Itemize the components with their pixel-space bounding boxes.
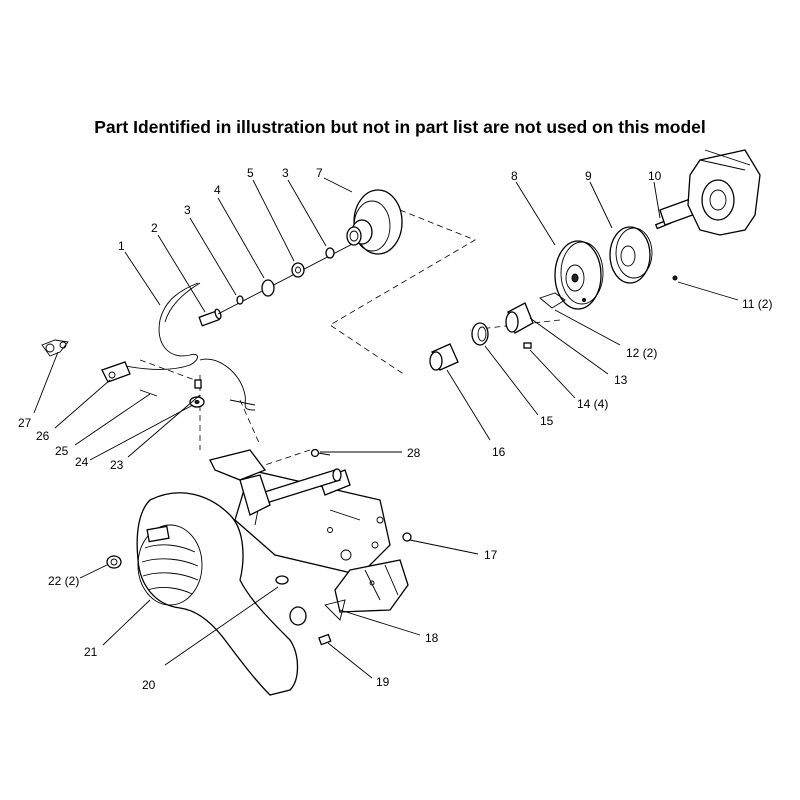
deflector-knob xyxy=(289,606,307,626)
callout-8: 8 xyxy=(511,169,518,183)
part-7-pulley xyxy=(346,189,403,255)
part-19-bolt xyxy=(318,633,332,646)
callout-22: 22 (2) xyxy=(48,574,79,588)
part-4-snap-ring xyxy=(261,279,275,297)
part-17-screw xyxy=(402,532,412,542)
callout-21: 21 xyxy=(84,645,98,659)
part-13-sleeve xyxy=(505,302,534,334)
end-mount-block xyxy=(334,559,409,613)
part-27-spring xyxy=(41,339,69,357)
part-25-pin xyxy=(139,389,158,397)
callout-28: 28 xyxy=(407,446,421,460)
part-18-bracket xyxy=(324,599,346,621)
callout-2: 2 xyxy=(151,221,158,235)
callout-27: 27 xyxy=(18,416,32,430)
callout-13: 13 xyxy=(614,373,628,387)
part-21-blower-housing xyxy=(136,492,299,696)
chassis-upper-bracket xyxy=(209,449,271,516)
callout-1: 1 xyxy=(118,239,125,253)
part-26-bracket xyxy=(101,361,131,383)
leader-lines xyxy=(33,177,739,679)
callout-3b: 3 xyxy=(282,166,289,180)
part-1-control-rod xyxy=(119,282,201,370)
callout-20: 20 xyxy=(142,678,156,692)
diagram-title: Part Identified in illustration but not … xyxy=(94,117,706,137)
part-14-screw xyxy=(523,342,532,349)
part-28-bolt xyxy=(310,448,331,458)
callout-25: 25 xyxy=(55,444,69,458)
callout-16: 16 xyxy=(492,445,506,459)
callout-23: 23 xyxy=(110,458,124,472)
part-20-ring xyxy=(275,575,289,585)
callout-26: 26 xyxy=(36,429,50,443)
callout-7: 7 xyxy=(316,166,323,180)
callout-9: 9 xyxy=(585,169,592,183)
part-8-drive-pulley xyxy=(554,240,604,310)
callout-18: 18 xyxy=(425,631,439,645)
shaft-rings xyxy=(217,239,361,315)
part-9-pulley xyxy=(609,226,653,284)
callout-24: 24 xyxy=(75,455,89,469)
alignment-lines xyxy=(139,209,561,471)
part-15-ring xyxy=(471,322,489,346)
part-11-set-screw xyxy=(672,275,678,281)
callout-14: 14 (4) xyxy=(577,397,608,411)
callout-15: 15 xyxy=(540,414,554,428)
callout-12: 12 (2) xyxy=(626,346,657,360)
callout-19: 19 xyxy=(376,675,390,689)
part-2-pin xyxy=(198,308,222,327)
callout-3a: 3 xyxy=(184,203,191,217)
part-5-bearing xyxy=(291,262,305,278)
part-3-ring-b xyxy=(325,247,335,259)
part-16-bushing xyxy=(429,343,459,371)
part-12-bracket xyxy=(539,292,566,309)
part-22-knob xyxy=(106,555,122,569)
callout-4: 4 xyxy=(214,183,221,197)
chassis-tube xyxy=(254,468,342,506)
part-3-ring-a xyxy=(236,295,244,305)
callout-10: 10 xyxy=(648,169,662,183)
callout-labels: 1 2 3 4 5 3 7 8 9 10 11 (2) 12 (2) 13 14… xyxy=(18,166,772,692)
callout-5: 5 xyxy=(247,166,254,180)
part-23-lever xyxy=(194,358,256,411)
callout-11: 11 (2) xyxy=(742,297,772,311)
callout-17: 17 xyxy=(484,548,498,562)
engine-housing xyxy=(687,149,761,236)
